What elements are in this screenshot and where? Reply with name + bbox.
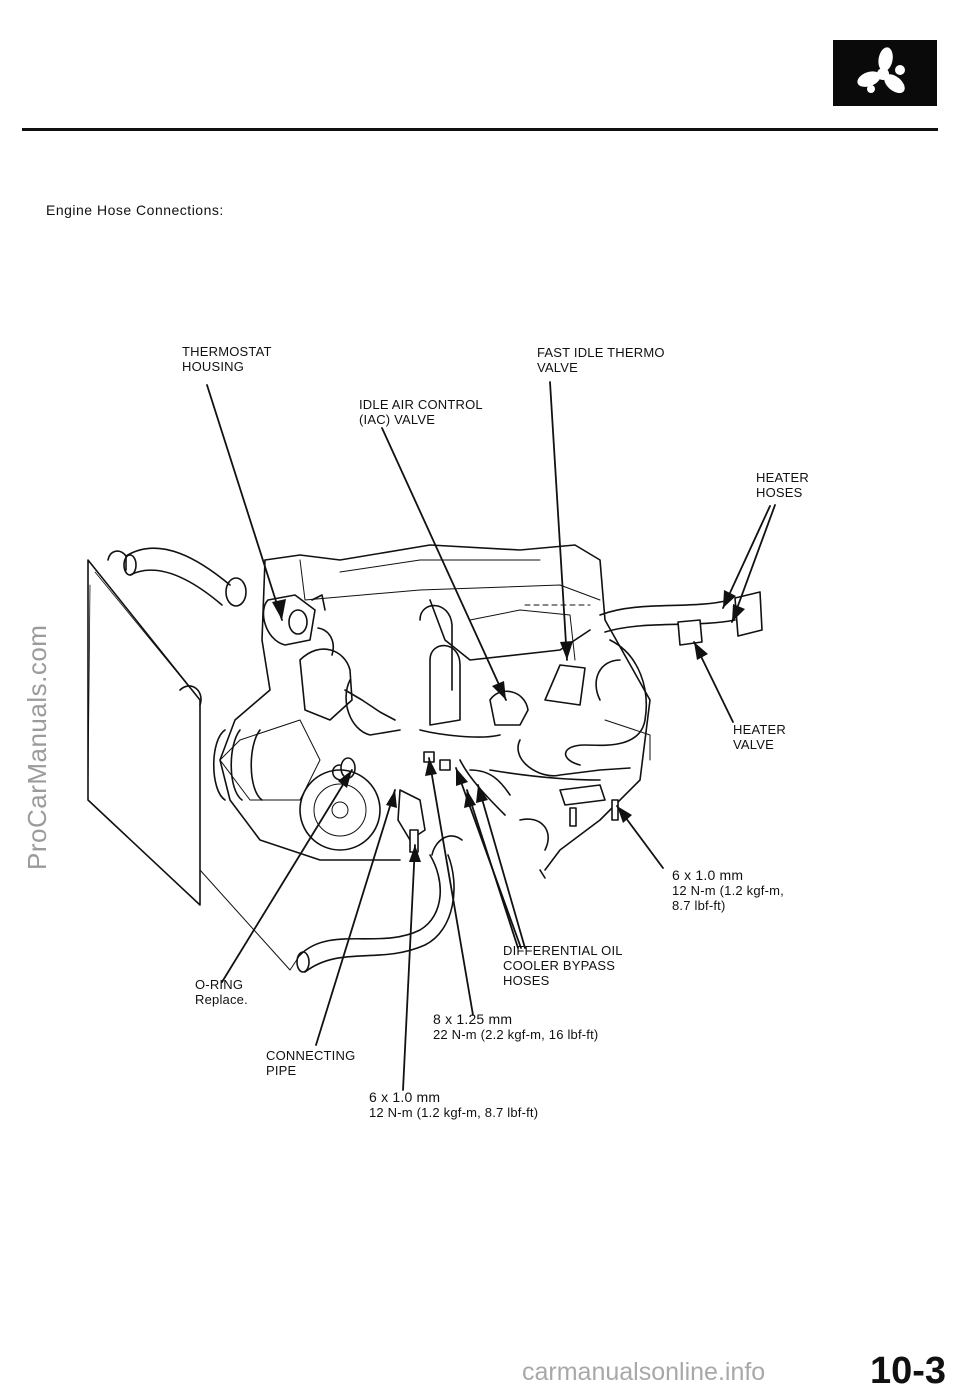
arrowheads <box>272 590 745 862</box>
watermark-side: ProCarManuals.com <box>22 624 52 870</box>
bolts <box>409 751 619 853</box>
header-rule <box>22 128 938 131</box>
page-title: Engine Hose Connections: <box>46 202 224 218</box>
page-number: 10-3 <box>870 1350 947 1392</box>
upper-radiator-hose <box>123 547 247 607</box>
cooling-fan-icon <box>833 40 937 106</box>
label-iac-valve: IDLE AIR CONTROL(IAC) VALVE <box>359 397 483 427</box>
radiator <box>87 550 202 906</box>
engine-block <box>212 544 651 879</box>
intake-hoses <box>344 679 511 816</box>
heater-hoses <box>489 591 763 806</box>
lower-hoses <box>296 757 463 973</box>
watermark-bottom: carmanualsonline.info <box>522 1358 766 1386</box>
